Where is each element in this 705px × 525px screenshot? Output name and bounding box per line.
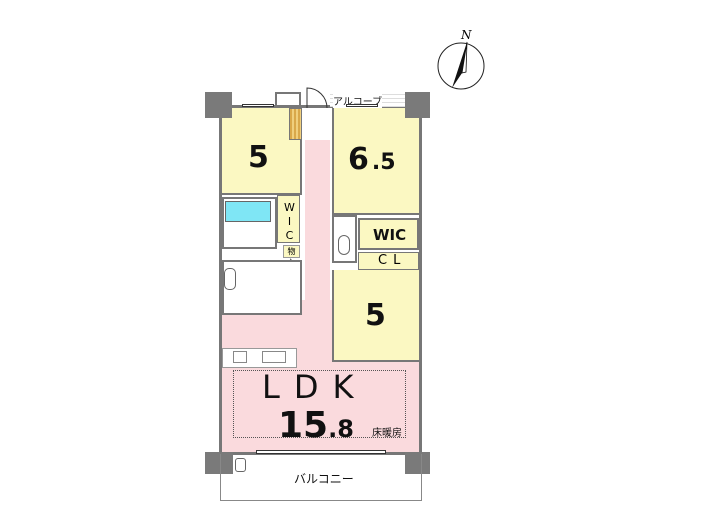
compass-label: N xyxy=(461,28,472,42)
pillar xyxy=(205,452,233,474)
western-room-2 xyxy=(332,108,419,215)
hallway xyxy=(305,140,330,305)
western-room-3-size: 5 xyxy=(365,298,386,333)
outdoor-faucet-icon xyxy=(235,458,246,472)
western-room-3 xyxy=(332,270,419,362)
pillar xyxy=(205,92,232,118)
wash-basin-icon xyxy=(224,268,236,290)
closet-label: CL xyxy=(378,253,407,268)
wic-left-char: I xyxy=(287,215,292,228)
floor-heating-label: 床暖房 xyxy=(372,428,402,439)
wic-right xyxy=(358,218,419,250)
western-room-1-size: 5 xyxy=(248,140,269,175)
wic-left-label: W I C xyxy=(284,201,295,243)
ldk-label: LDK xyxy=(262,368,368,406)
window xyxy=(346,104,378,107)
wic-left-char: C xyxy=(285,229,294,242)
wic-left-char: W xyxy=(284,201,295,214)
kitchen-counter xyxy=(222,348,297,368)
pillar xyxy=(405,452,430,474)
bathtub xyxy=(225,201,271,222)
toilet-icon xyxy=(338,235,350,255)
closet xyxy=(358,252,419,270)
stove-icon xyxy=(233,351,247,363)
western-room-1 xyxy=(222,108,302,195)
wic-right-label: WIC xyxy=(373,226,407,244)
entrance-door-icon[interactable] xyxy=(305,86,333,110)
floor-heating-area xyxy=(233,370,406,438)
closet-shelf xyxy=(289,108,302,140)
sink-icon xyxy=(262,351,286,363)
balcony xyxy=(220,454,422,501)
pillar xyxy=(405,92,430,118)
western-room-2-size: 6.5 xyxy=(348,142,396,177)
north-compass-icon xyxy=(437,41,485,90)
window xyxy=(256,450,386,454)
wic-left xyxy=(277,195,300,243)
pipe-space xyxy=(275,92,301,107)
window xyxy=(242,104,274,107)
balcony-label: バルコニー xyxy=(294,472,354,486)
ldk-size: 15.8 xyxy=(278,405,354,446)
storage-label: 物入 xyxy=(283,245,300,267)
